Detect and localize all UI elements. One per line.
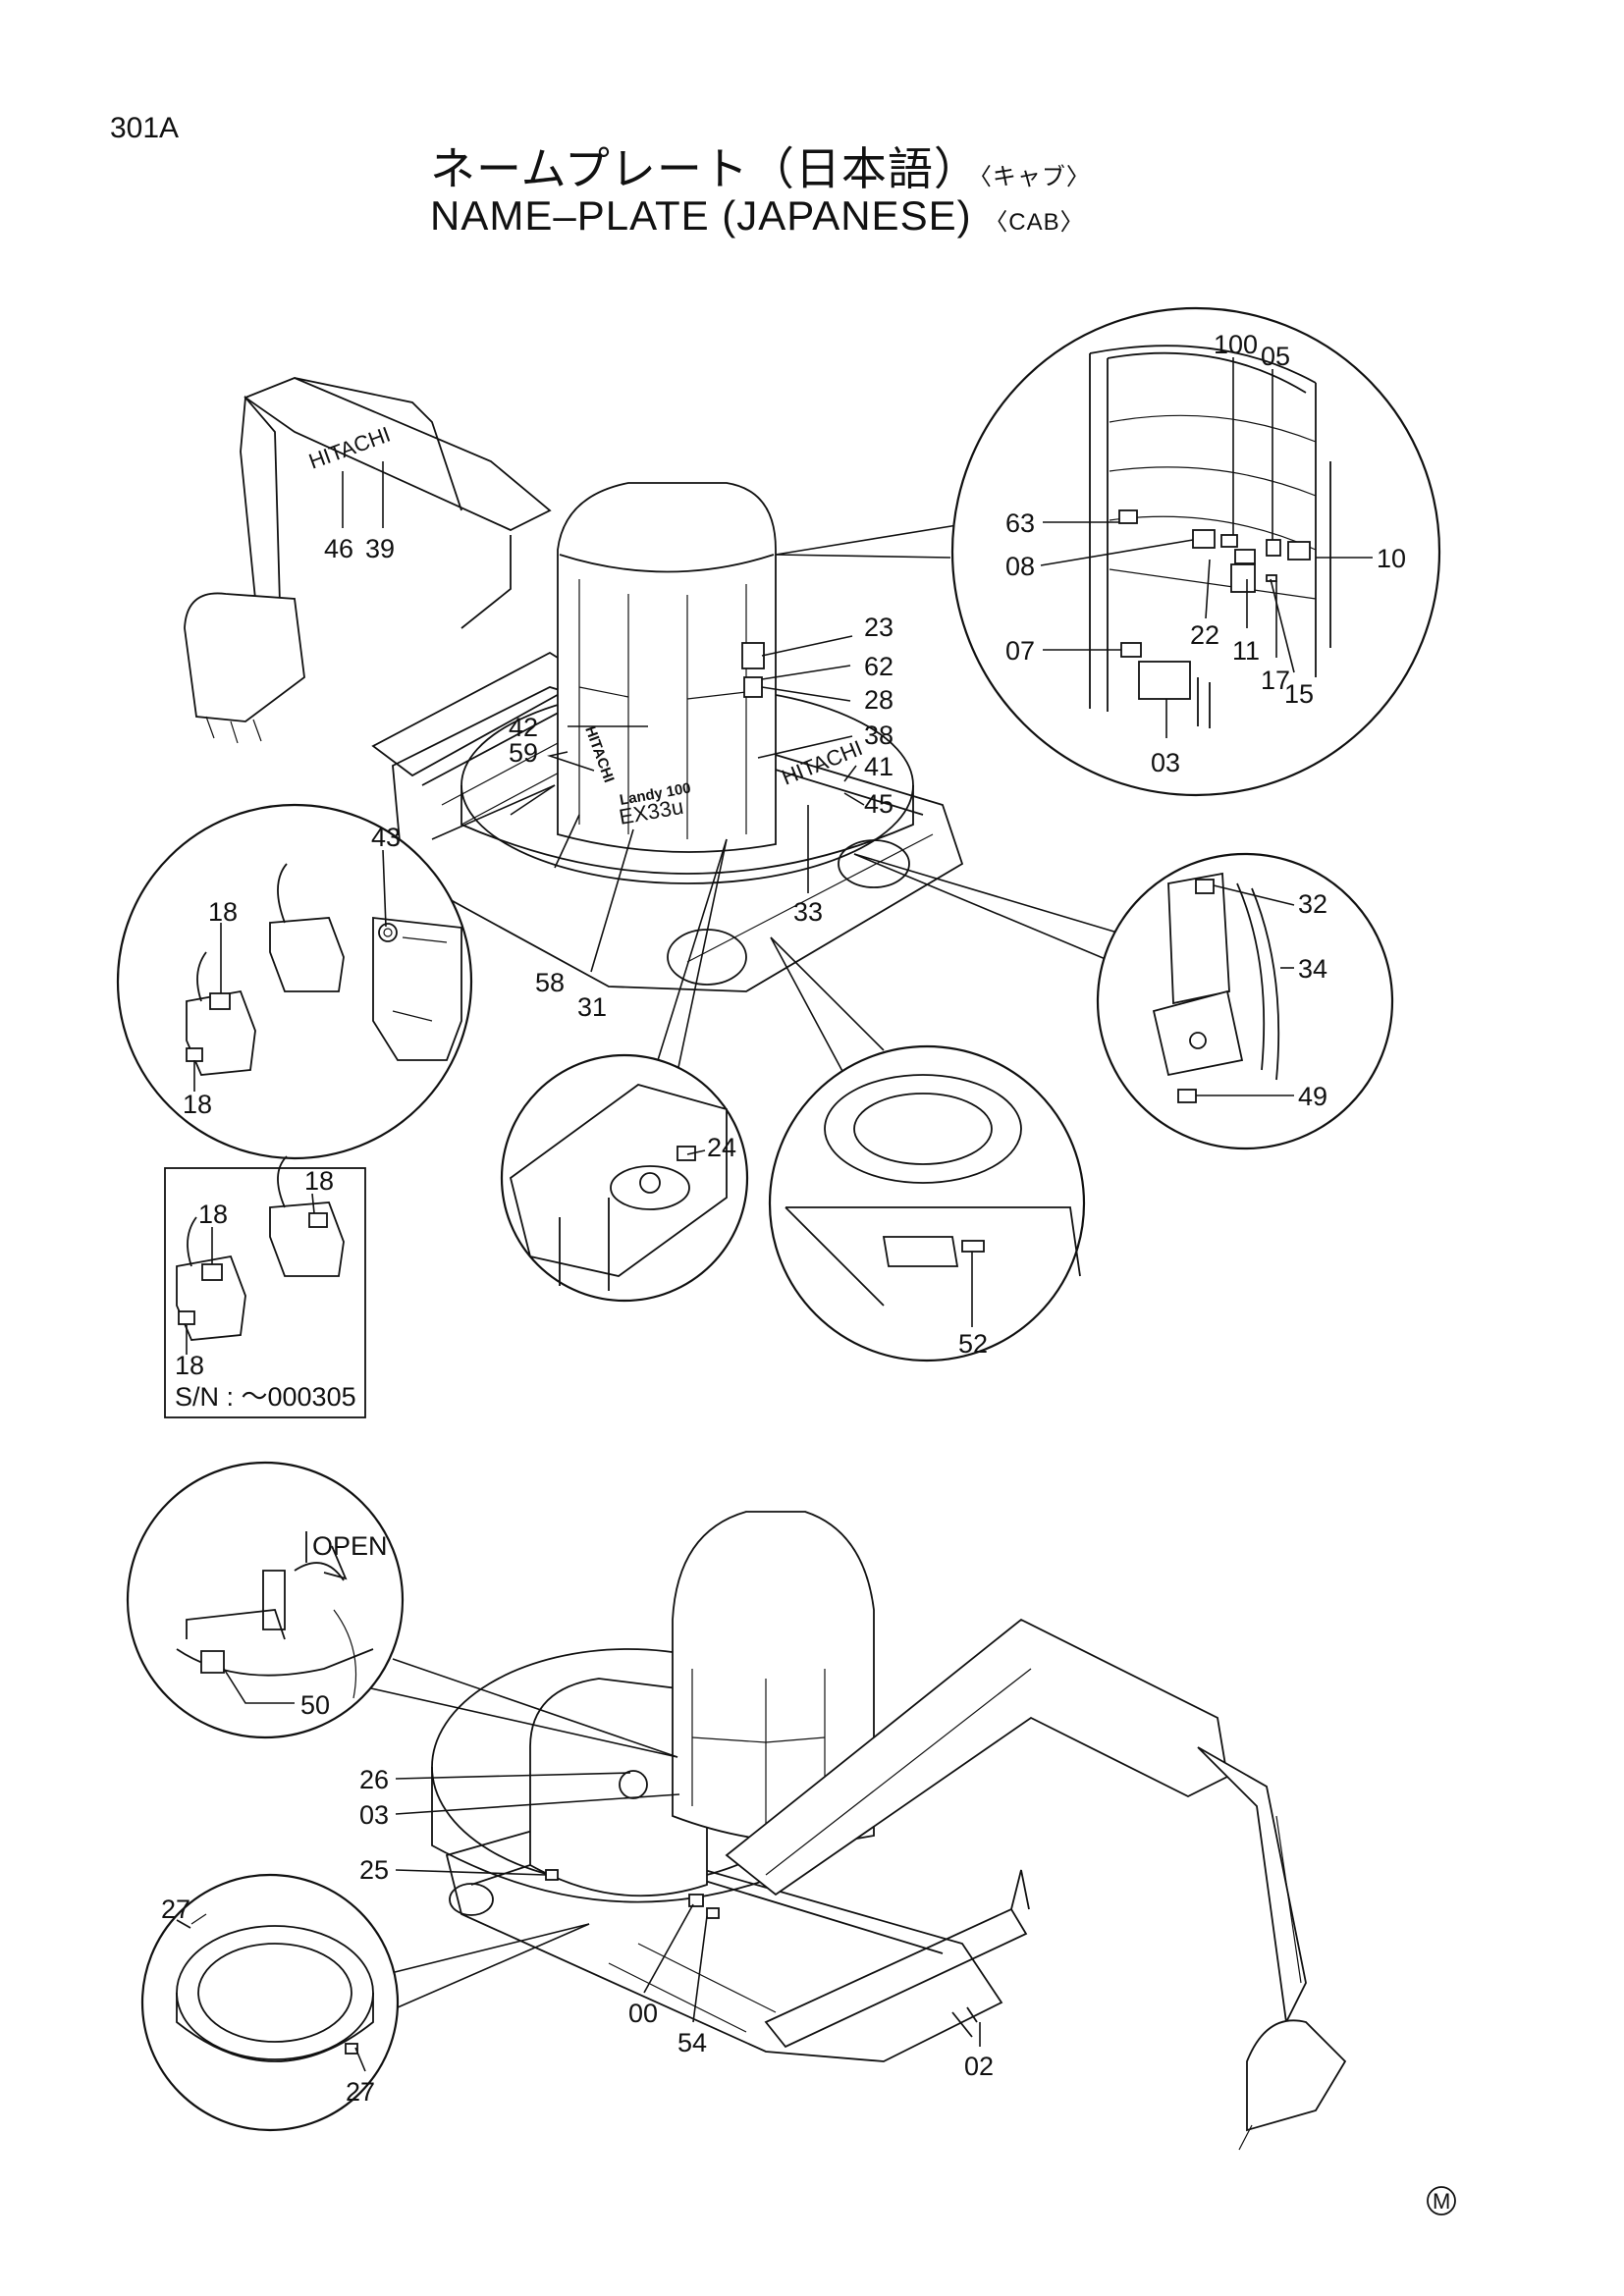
callout-22: 22 xyxy=(1190,620,1219,650)
callout-25: 25 xyxy=(359,1855,389,1885)
callout-42: 42 xyxy=(509,713,538,742)
callout-33: 33 xyxy=(793,897,823,927)
callout-10: 10 xyxy=(1377,544,1406,573)
swing-bearing-callouts: 52 xyxy=(958,1329,988,1359)
callout-34: 34 xyxy=(1298,954,1327,984)
upper-callouts: 46 39 42 59 58 31 23 62 28 38 41 45 33 xyxy=(324,534,893,1022)
page-id: 301A xyxy=(110,112,180,144)
swing-ring-leaders xyxy=(176,1919,366,2072)
callout-02: 02 xyxy=(964,2052,994,2081)
callout-63: 63 xyxy=(1005,508,1035,538)
levers-leaders xyxy=(193,849,387,1092)
m-mark: M xyxy=(1427,2186,1456,2216)
callout-45: 45 xyxy=(864,789,893,819)
callout-00: 00 xyxy=(628,1999,658,2028)
callout-03-rear: 03 xyxy=(359,1800,389,1830)
callout-18-upper: 18 xyxy=(208,897,238,927)
title-japanese: ネームプレート（日本語）〈キャブ〉 xyxy=(430,133,1091,198)
callout-46: 46 xyxy=(324,534,353,563)
callout-39: 39 xyxy=(365,534,395,563)
detail-circle-hood-latch xyxy=(126,1461,405,1739)
undercover-leaders xyxy=(686,1149,706,1155)
callout-17: 17 xyxy=(1261,666,1290,695)
detail-circle-levers xyxy=(116,803,473,1160)
callout-18-inset-c: 18 xyxy=(175,1351,204,1380)
callout-18-inset-b: 18 xyxy=(198,1200,228,1229)
callout-23: 23 xyxy=(864,613,893,642)
callout-43: 43 xyxy=(371,823,401,852)
hood-latch-callouts: OPEN 50 xyxy=(300,1531,388,1720)
title-en-text: NAME–PLATE (JAPANESE) xyxy=(430,192,972,239)
callout-24: 24 xyxy=(707,1133,736,1162)
levers-callouts: 43 18 18 xyxy=(183,823,401,1119)
callout-08: 08 xyxy=(1005,552,1035,581)
title-en-suffix: 〈CAB〉 xyxy=(984,209,1085,236)
callout-50: 50 xyxy=(300,1690,330,1720)
detail-circle-body-front xyxy=(1096,852,1394,1150)
title-english: NAME–PLATE (JAPANESE) 〈CAB〉 xyxy=(430,192,1085,240)
callout-15: 15 xyxy=(1284,679,1314,709)
callout-58: 58 xyxy=(535,968,565,997)
m-mark-text: M xyxy=(1433,2189,1450,2214)
swing-ring-callouts: 27 27 xyxy=(161,1895,375,2107)
callout-27-top: 27 xyxy=(161,1895,190,1924)
callout-28: 28 xyxy=(864,685,893,715)
callout-27-bottom: 27 xyxy=(346,2077,375,2107)
serial-note: S/N : ～000305 xyxy=(175,1382,356,1412)
open-label: OPEN xyxy=(312,1531,388,1561)
detail-circle-cab-interior xyxy=(950,306,1441,797)
detail-circle-undercover xyxy=(500,1053,749,1303)
callout-07: 07 xyxy=(1005,636,1035,666)
callout-62: 62 xyxy=(864,652,893,681)
title-ja-text: ネームプレート（日本語） xyxy=(430,142,980,195)
callout-03-cab: 03 xyxy=(1151,748,1180,777)
callout-26: 26 xyxy=(359,1765,389,1794)
detail-circle-swing-ring xyxy=(140,1873,400,2132)
serial-range-inset: 18 18 18 S/N : ～000305 xyxy=(164,1155,366,1418)
callout-52: 52 xyxy=(958,1329,988,1359)
callout-49: 49 xyxy=(1298,1082,1327,1111)
callout-38: 38 xyxy=(864,721,893,750)
upper-excavator-drawing: HITACHI HITACHI HITACHI Landy 100 EX33u xyxy=(184,377,964,992)
callout-41: 41 xyxy=(864,752,893,781)
lower-callouts: 26 03 25 00 54 02 xyxy=(359,1765,994,2081)
hood-latch-leaders xyxy=(223,1668,295,1704)
undercover-callouts: 24 xyxy=(707,1133,736,1162)
upper-leaders xyxy=(342,461,1125,1076)
lower-excavator-drawing xyxy=(431,1511,1347,2151)
title-ja-suffix: 〈キャブ〉 xyxy=(979,163,1091,190)
callout-18-lower: 18 xyxy=(183,1090,212,1119)
cab-interior-callouts: 100 05 63 08 10 22 11 17 15 07 03 xyxy=(1005,330,1406,777)
body-front-callouts: 32 34 49 xyxy=(1298,889,1327,1111)
callout-05: 05 xyxy=(1261,342,1290,371)
detail-circle-swing-bearing xyxy=(768,1044,1086,1362)
callout-11: 11 xyxy=(1232,636,1260,666)
callout-18-inset-a: 18 xyxy=(304,1166,334,1196)
lower-leaders xyxy=(370,1658,981,2047)
callout-59: 59 xyxy=(509,738,538,768)
callout-32: 32 xyxy=(1298,889,1327,919)
cab-interior-leaders xyxy=(1040,357,1373,738)
body-front-leaders xyxy=(1196,884,1295,1096)
callout-54: 54 xyxy=(677,2028,707,2057)
callout-100: 100 xyxy=(1214,330,1258,359)
callout-31: 31 xyxy=(577,992,607,1022)
